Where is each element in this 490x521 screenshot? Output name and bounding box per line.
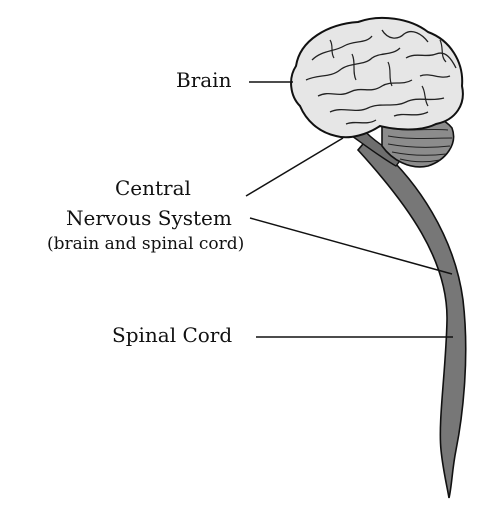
cerebrum-shape	[290, 16, 464, 139]
cns-label-line3: (brain and spinal cord)	[47, 234, 245, 254]
brainstem-shape	[350, 127, 404, 167]
cns-leader-line-lower	[249, 217, 453, 275]
spinal-cord-shape	[356, 136, 467, 499]
brain-label: Brain	[176, 68, 232, 92]
cns-label-line2: Nervous System	[66, 206, 232, 230]
cns-leader-line-upper	[245, 137, 344, 197]
cns-label-line1: Central	[115, 176, 191, 200]
spinal-cord-label: Spinal Cord	[112, 323, 233, 347]
